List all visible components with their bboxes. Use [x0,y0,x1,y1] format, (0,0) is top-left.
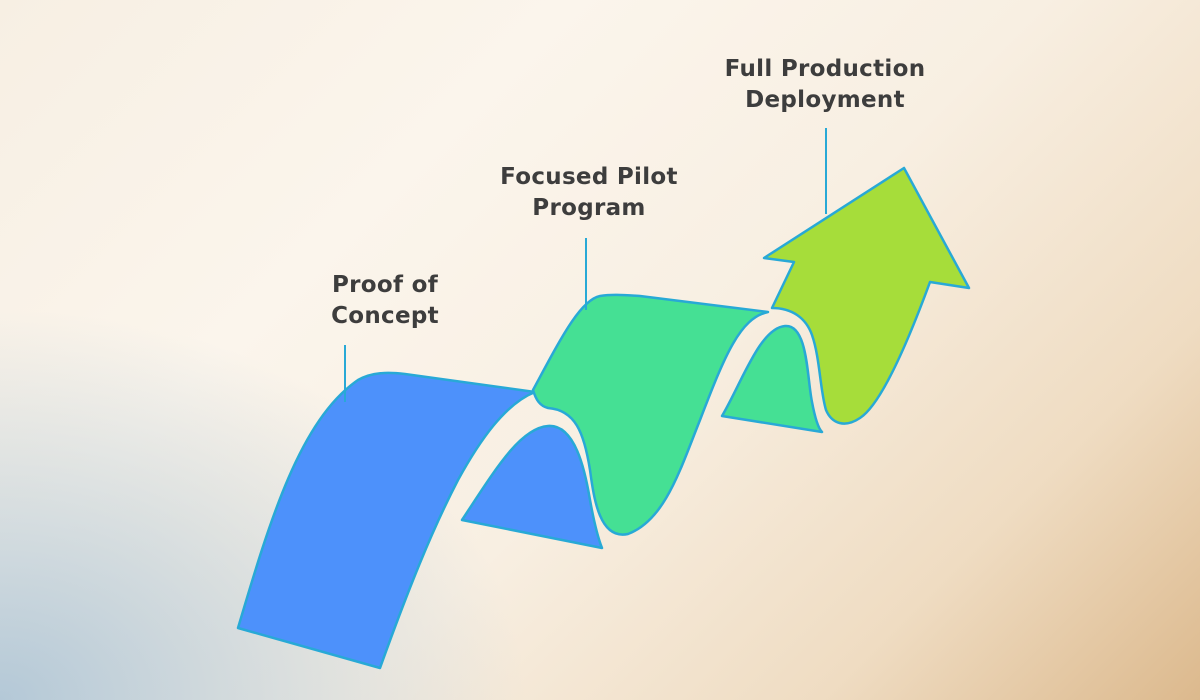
ribbon-blue-back [460,424,604,550]
stage-label-pilot-line1: Focused Pilot [500,164,678,190]
stage-label-production-line2: Deployment [745,87,905,113]
ribbon-green-back [720,324,824,434]
arrow-lime [762,166,971,425]
stage-label-proof-of-concept: Proof of Concept [285,270,485,332]
stage-label-pilot-line2: Program [532,195,646,221]
stage-label-production-line1: Full Production [724,56,926,82]
stage-label-full-production: Full Production Deployment [700,54,950,116]
stage-label-proof-line2: Concept [331,303,439,329]
ribbon-green-front [531,293,770,536]
stage-label-proof-line1: Proof of [331,272,439,298]
stage-label-focused-pilot: Focused Pilot Program [474,162,704,224]
